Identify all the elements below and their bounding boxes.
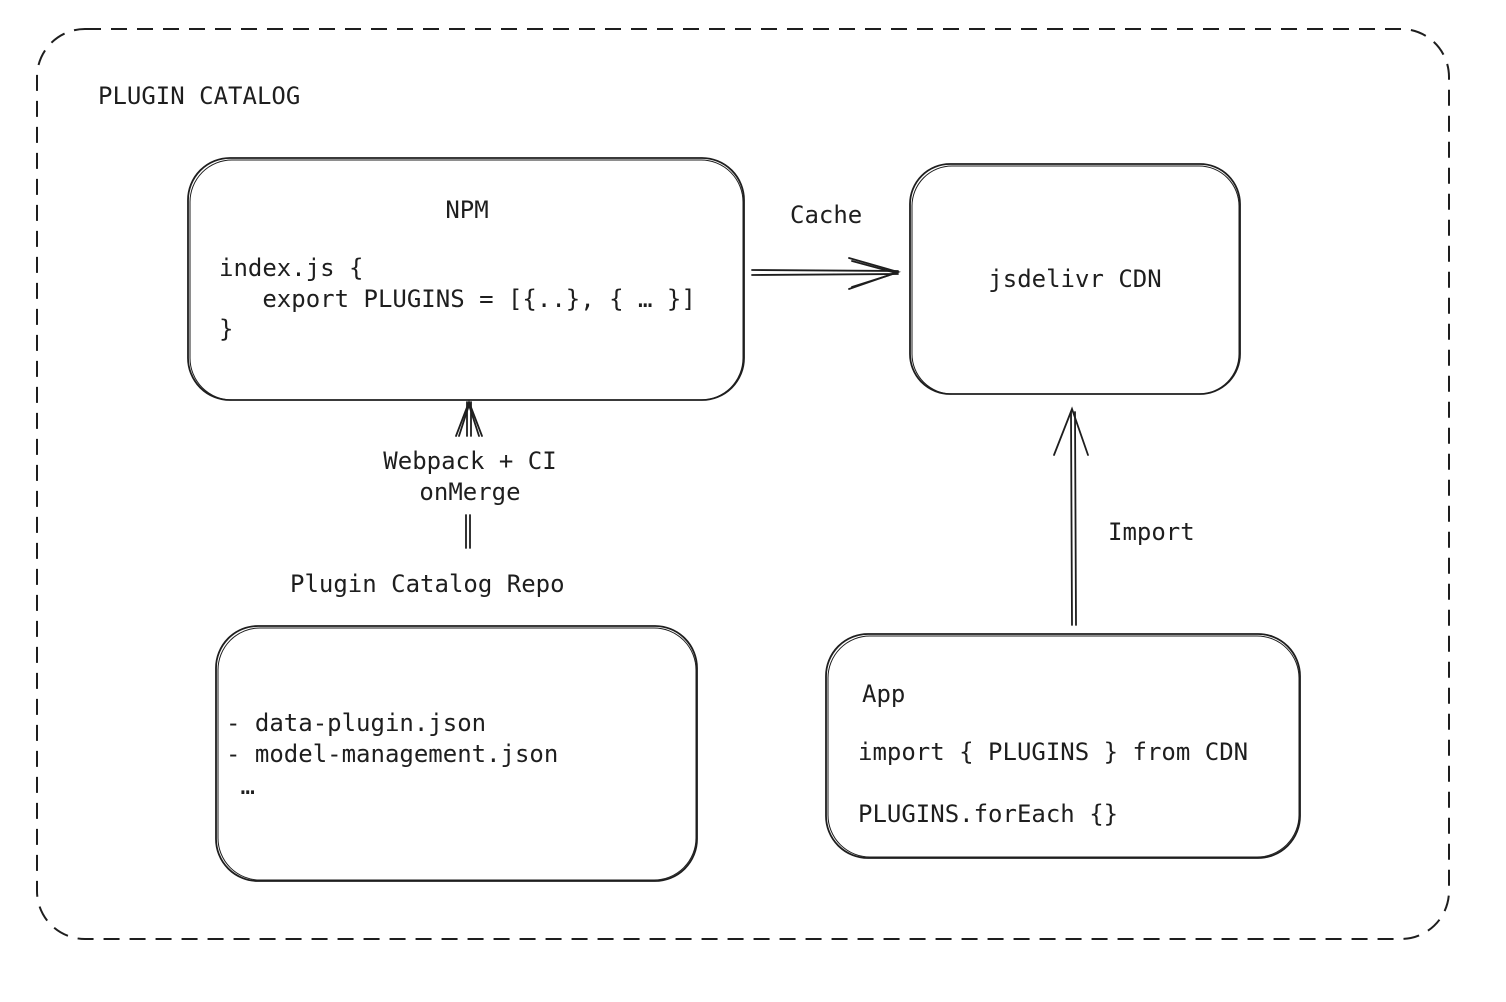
npm-code-line: } xyxy=(219,315,234,343)
repo-box xyxy=(215,625,698,882)
npm-code-line: export PLUGINS = [{..}, { … }] xyxy=(219,285,696,313)
cache-arrow xyxy=(751,257,901,290)
npm-box xyxy=(187,157,745,401)
repo-file-item: - model-management.json xyxy=(226,740,559,768)
build-label-line2: onMerge xyxy=(419,478,521,506)
app-import-line: import { PLUGINS } from CDN xyxy=(858,738,1249,766)
app-title: App xyxy=(862,680,906,708)
npm-code-line: index.js { xyxy=(219,254,364,282)
plugin-catalog-boundary xyxy=(36,28,1450,940)
plugin-catalog-title: PLUGIN CATALOG xyxy=(98,82,301,110)
cdn-box xyxy=(909,163,1241,395)
repo-title: Plugin Catalog Repo xyxy=(290,570,565,598)
npm-title: NPM xyxy=(445,196,489,224)
app-box xyxy=(825,633,1301,859)
repo-file-item: - data-plugin.json xyxy=(226,709,487,737)
cache-label: Cache xyxy=(790,201,863,229)
app-foreach-line: PLUGINS.forEach {} xyxy=(858,800,1119,828)
import-label: Import xyxy=(1108,518,1195,546)
build-arrow xyxy=(455,399,483,549)
import-arrow xyxy=(1053,406,1089,626)
repo-file-item: … xyxy=(226,772,255,800)
build-label-line1: Webpack + CI xyxy=(383,447,557,475)
cdn-title: jsdelivr CDN xyxy=(988,265,1162,293)
